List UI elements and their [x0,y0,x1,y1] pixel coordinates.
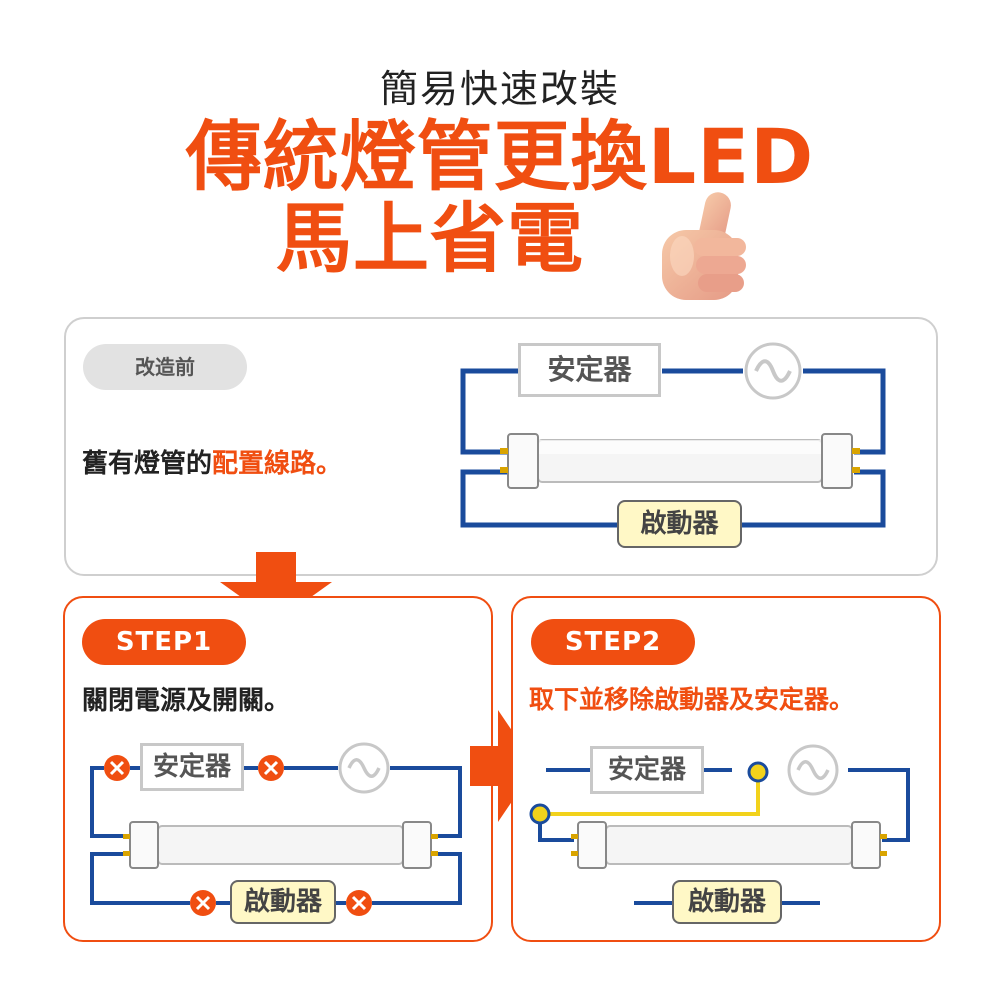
step2-description: 取下並移除啟動器及安定器。 [529,685,855,714]
ac-source-icon [338,742,390,794]
main-title-line2: 馬上省電 [276,194,584,283]
fluorescent-tube [571,821,887,869]
before-starter-box: 啟動器 [617,500,742,548]
main-title-line1: 傳統燈管更換LED [185,112,815,201]
step1-starter-box: 啟動器 [230,880,336,924]
disconnect-x-icon [190,890,216,916]
before-text-highlight: 配置線路。 [212,449,343,479]
before-circuit-diagram [460,342,886,528]
before-description: 舊有燈管的配置線路。 [82,443,342,480]
disconnect-x-icon [258,755,284,781]
yellow-bypass-wire [529,761,769,825]
before-text: 舊有燈管的 [82,449,213,479]
ac-source-icon [744,342,802,400]
ac-source-icon [787,744,839,796]
down-arrow-icon [220,552,332,622]
step1-badge: STEP1 [82,619,246,665]
right-arrow-icon [470,710,536,822]
thumbs-up-icon [662,192,746,300]
before-badge: 改造前 [83,344,247,390]
fluorescent-tube [500,433,860,489]
disconnect-x-icon [104,755,130,781]
disconnect-x-icon [346,890,372,916]
step2-ballast-box: 安定器 [590,746,704,794]
step2-starter-box: 啟動器 [672,880,782,924]
step1-description: 關閉電源及開關。 [82,686,291,716]
step2-circuit-diagram [529,744,910,905]
step1-circuit-diagram [90,742,462,916]
step2-badge: STEP2 [531,619,695,665]
step1-ballast-box: 安定器 [140,743,244,791]
fluorescent-tube [123,821,438,869]
before-ballast-box: 安定器 [518,343,661,397]
subtitle: 簡易快速改裝 [379,67,620,111]
